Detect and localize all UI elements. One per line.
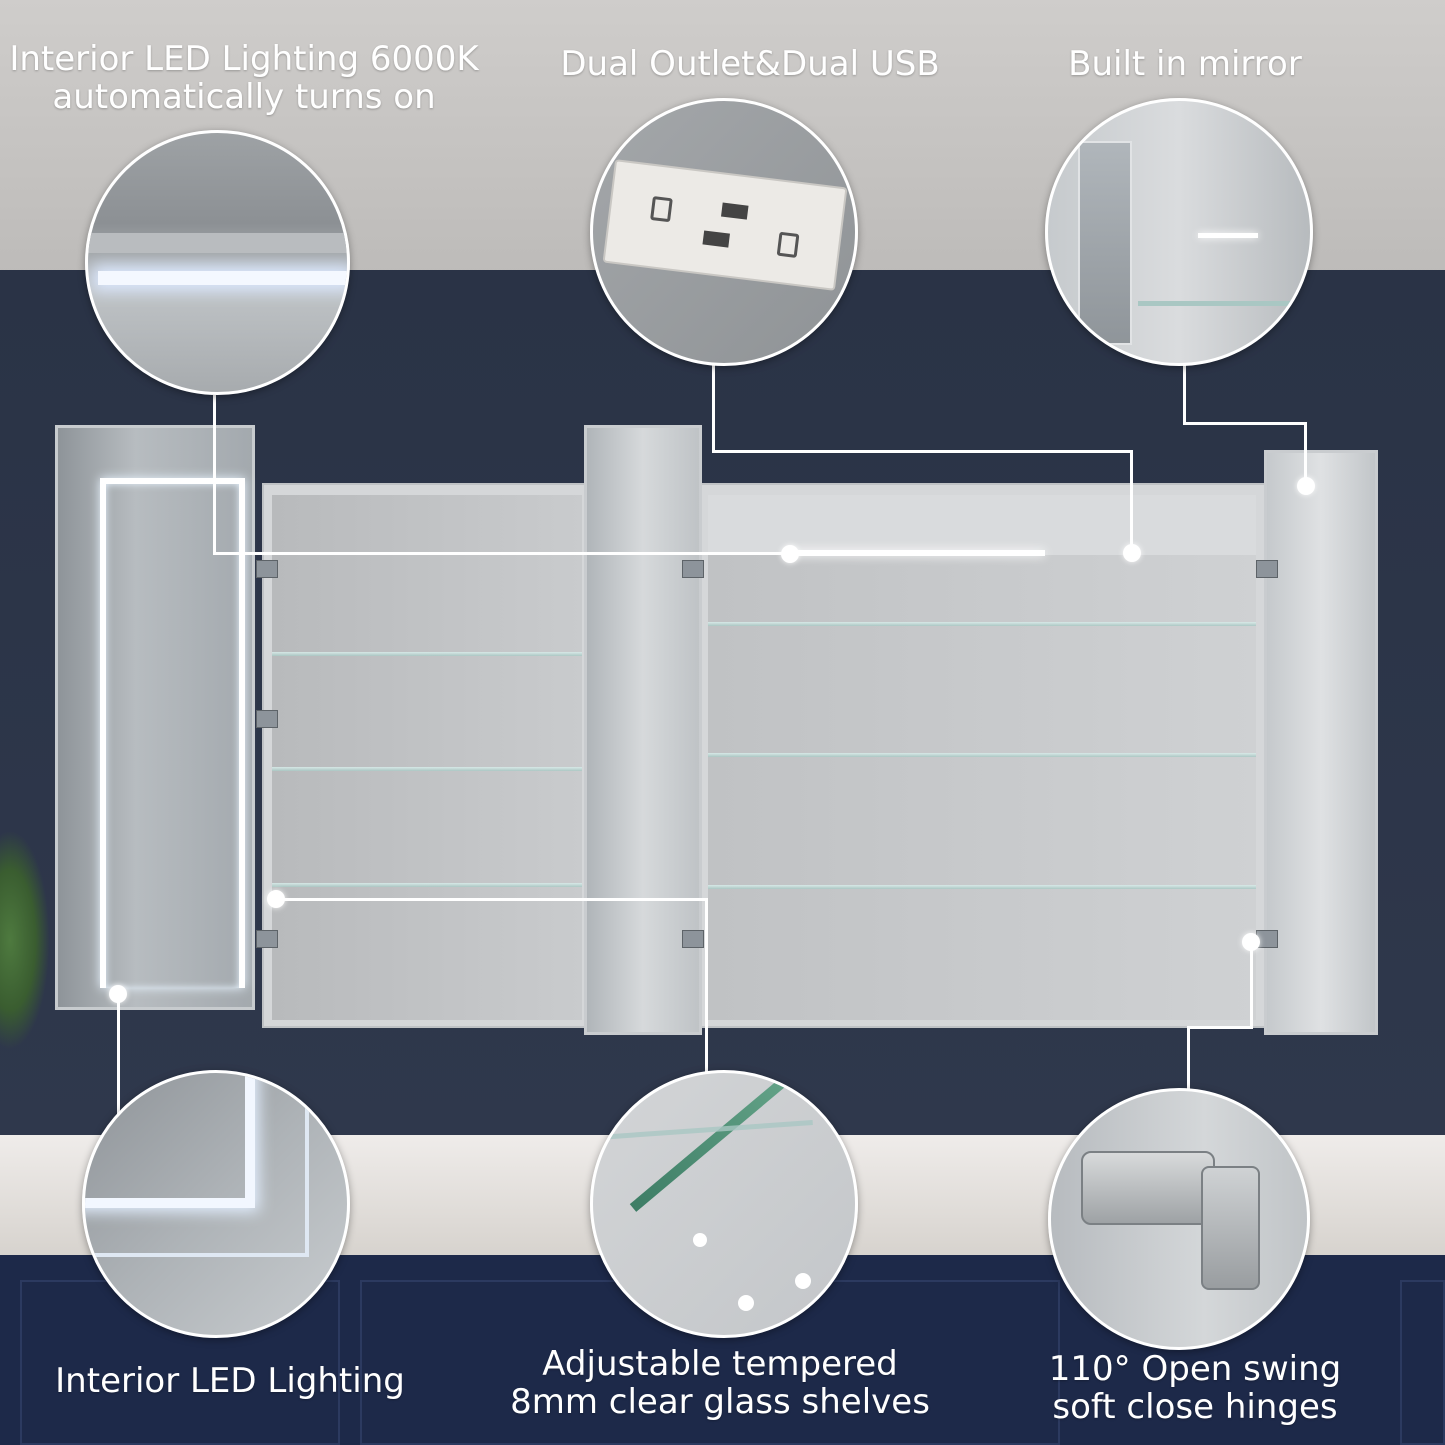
callout-line-led-6000k xyxy=(213,552,790,555)
callout-dot-mirror xyxy=(1297,477,1315,495)
hinges-detail xyxy=(1048,1088,1310,1350)
hinge-icon xyxy=(1081,1151,1215,1225)
callout-dot-outlet xyxy=(1123,544,1141,562)
callout-line-hinges xyxy=(1187,1026,1190,1091)
led-frame-icon xyxy=(85,1073,309,1257)
shelves-detail xyxy=(590,1070,858,1338)
callout-dot-shelves xyxy=(267,890,285,908)
callout-dot-hinges xyxy=(1242,933,1260,951)
mirror-icon xyxy=(1078,141,1132,345)
led-frame-icon xyxy=(85,1073,255,1208)
usb-port-icon xyxy=(721,202,749,220)
led-strip-icon xyxy=(98,271,347,285)
feature-label-line: Interior LED Lighting 6000K xyxy=(9,39,479,79)
hinge-icon xyxy=(1201,1166,1260,1290)
callout-line-led-6000k xyxy=(213,395,216,555)
callout-line-outlet xyxy=(1130,450,1133,552)
glass-shelf-icon xyxy=(593,1119,813,1142)
callout-dot-led-6000k xyxy=(781,545,799,563)
feature-label-line: 110° Open swing xyxy=(1048,1349,1342,1389)
feature-label-line: Adjustable tempered xyxy=(542,1344,898,1384)
callout-line-mirror xyxy=(1183,362,1186,424)
feature-label-led-interior: Interior LED Lighting xyxy=(55,1361,405,1401)
left-mirror-door[interactable] xyxy=(55,425,255,1010)
callout-line-hinges xyxy=(1187,1026,1253,1029)
glass-shelf xyxy=(272,883,582,887)
callout-line-mirror xyxy=(1183,422,1307,425)
usb-port-icon xyxy=(702,230,730,248)
cabinet-top-edge xyxy=(88,233,347,253)
cabinet-interior-right xyxy=(708,495,1256,1020)
feature-label-shelves: Adjustable tempered 8mm clear glass shel… xyxy=(490,1345,950,1421)
socket-icon xyxy=(650,196,673,223)
glass-shelf xyxy=(708,885,1256,889)
mirror-detail xyxy=(1045,98,1313,366)
led-strip-icon xyxy=(1198,233,1258,238)
cabinet-interior-left xyxy=(272,495,582,1020)
shelf-pin-icon xyxy=(738,1295,754,1311)
glass-shelf xyxy=(708,622,1256,626)
hinge-icon xyxy=(682,930,704,948)
callout-line-hinges xyxy=(1250,942,1253,1028)
vanity-drawer-right xyxy=(1400,1280,1445,1445)
glass-shelf xyxy=(272,652,582,656)
hinge-icon xyxy=(256,560,278,578)
led-interior-detail xyxy=(82,1070,350,1338)
callout-dot-led-interior xyxy=(109,985,127,1003)
hinge-icon xyxy=(682,560,704,578)
callout-line-outlet xyxy=(712,450,1133,453)
feature-label-mirror: Built in mirror xyxy=(1068,44,1302,84)
hinge-icon xyxy=(256,930,278,948)
socket-icon xyxy=(776,231,800,258)
shelf-pin-icon xyxy=(795,1273,811,1289)
feature-label-led-6000k: Interior LED Lighting 6000K automaticall… xyxy=(0,40,488,116)
callout-line-led-interior xyxy=(117,995,120,1125)
outlet-icon xyxy=(602,159,848,291)
callout-line-mirror xyxy=(1304,422,1307,484)
hinge-icon xyxy=(1256,560,1278,578)
feature-label-line: 8mm clear glass shelves xyxy=(510,1382,930,1422)
feature-label-outlet: Dual Outlet&Dual USB xyxy=(560,44,940,84)
callout-line-shelves xyxy=(275,898,707,901)
led-6000k-detail xyxy=(85,130,350,395)
cabinet-top-light-panel xyxy=(708,495,1256,555)
feature-label-line: soft close hinges xyxy=(1052,1387,1338,1427)
feature-label-hinges: 110° Open swing soft close hinges xyxy=(1030,1350,1360,1426)
glass-shelf xyxy=(708,753,1256,757)
plant-icon xyxy=(0,830,50,1050)
hinge-icon xyxy=(256,710,278,728)
interior-led-strip xyxy=(790,550,1045,556)
callout-line-outlet xyxy=(712,362,715,452)
shelf-pin-icon xyxy=(693,1233,707,1247)
callout-line-shelves xyxy=(705,898,708,1073)
feature-label-line: automatically turns on xyxy=(52,77,436,117)
right-mirror-door[interactable] xyxy=(1264,450,1378,1035)
outlet-detail xyxy=(590,98,858,366)
glass-shelf xyxy=(272,767,582,771)
glass-shelf-icon xyxy=(1138,301,1308,306)
left-door-led-frame xyxy=(100,478,245,988)
